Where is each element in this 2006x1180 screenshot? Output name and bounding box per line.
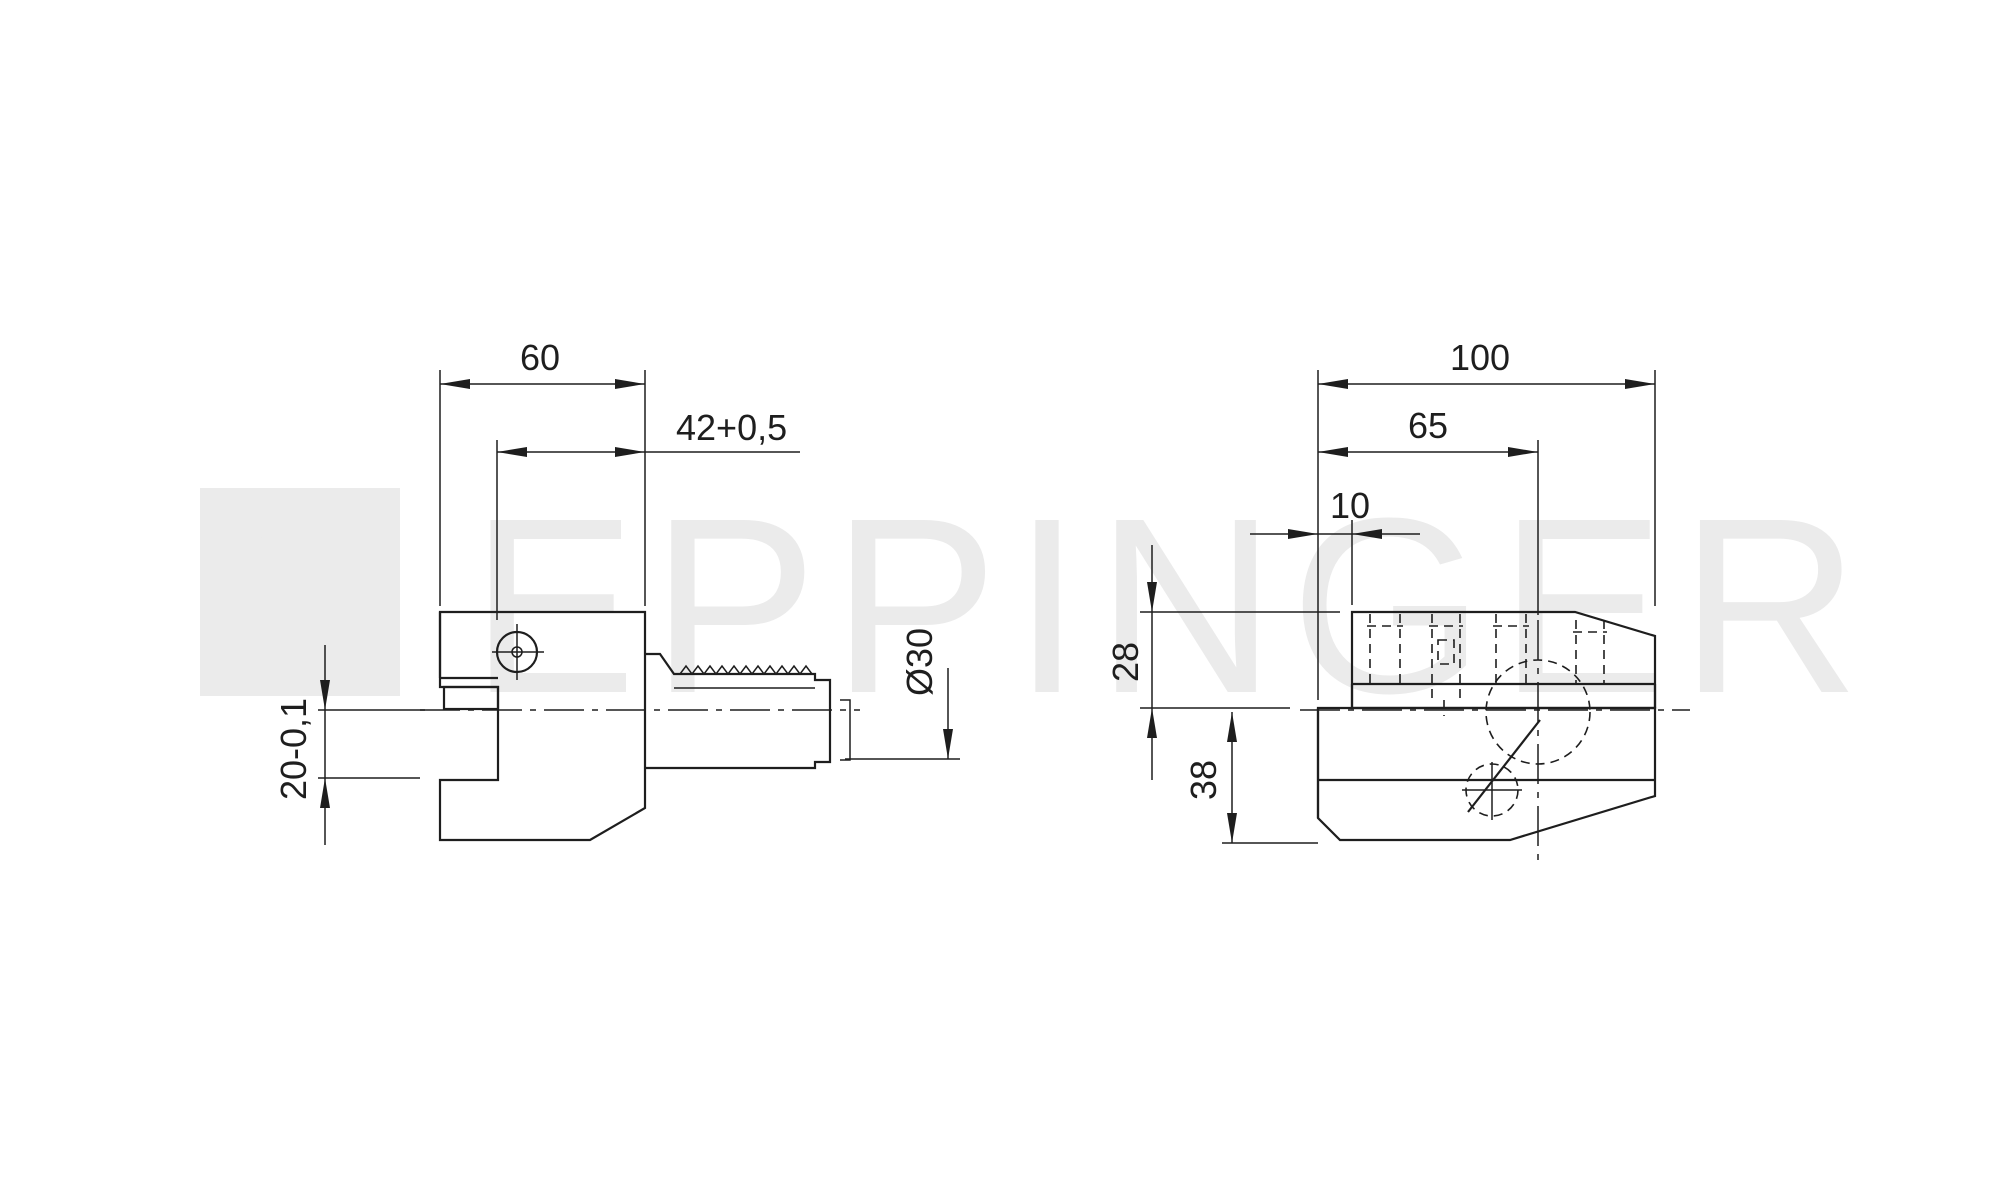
side-view: 60 42+0,5 Ø30 20-0,1 [273, 337, 960, 845]
arrow-right-icon [615, 447, 645, 457]
front-dim-28-ext [1140, 611, 1340, 709]
front-dim-100-label: 100 [1450, 337, 1510, 378]
front-dim-10-label: 10 [1330, 485, 1370, 526]
front-screws [1367, 614, 1607, 716]
side-serration [679, 664, 813, 676]
side-dim-20-label: 20-0,1 [273, 698, 314, 800]
side-shank-end [840, 699, 851, 761]
arrow-up-icon [320, 778, 330, 808]
arrow-up-icon [1147, 708, 1157, 738]
arrow-right-icon [1288, 529, 1318, 539]
arrow-down-icon [943, 729, 953, 759]
side-crosshair [492, 624, 544, 680]
side-dim-dia-label: Ø30 [899, 628, 940, 696]
arrow-right-icon [1508, 447, 1538, 457]
arrow-down-icon [1147, 582, 1157, 612]
watermark: EPPINGER [200, 466, 1874, 745]
arrow-down-icon [320, 680, 330, 710]
side-shank [645, 652, 832, 770]
arrow-left-icon [1352, 529, 1382, 539]
arrow-left-icon [497, 447, 527, 457]
side-dim-20-ext [318, 709, 425, 779]
arrow-right-icon [1625, 379, 1655, 389]
front-top-plate-sides [1350, 684, 1657, 708]
arrow-left-icon [440, 379, 470, 389]
front-dim-38-label: 38 [1183, 760, 1224, 800]
front-small-cross [1462, 762, 1522, 820]
arrow-down-icon [1227, 813, 1237, 843]
side-body-slot [438, 612, 498, 680]
front-dim-28-label: 28 [1105, 642, 1146, 682]
front-view: 100 65 10 28 38 [1105, 337, 1690, 866]
side-key-block [442, 685, 500, 711]
arrow-left-icon [1318, 379, 1348, 389]
watermark-text: EPPINGER [470, 466, 1874, 745]
arrow-right-icon [615, 379, 645, 389]
front-diagonal [1467, 719, 1541, 813]
watermark-logo-mark-icon [228, 526, 394, 661]
front-dim-65-label: 65 [1408, 405, 1448, 446]
arrow-up-icon [1227, 712, 1237, 742]
side-dim-60-label: 60 [520, 337, 560, 378]
arrow-left-icon [1318, 447, 1348, 457]
side-dim-42-label: 42+0,5 [676, 407, 787, 448]
